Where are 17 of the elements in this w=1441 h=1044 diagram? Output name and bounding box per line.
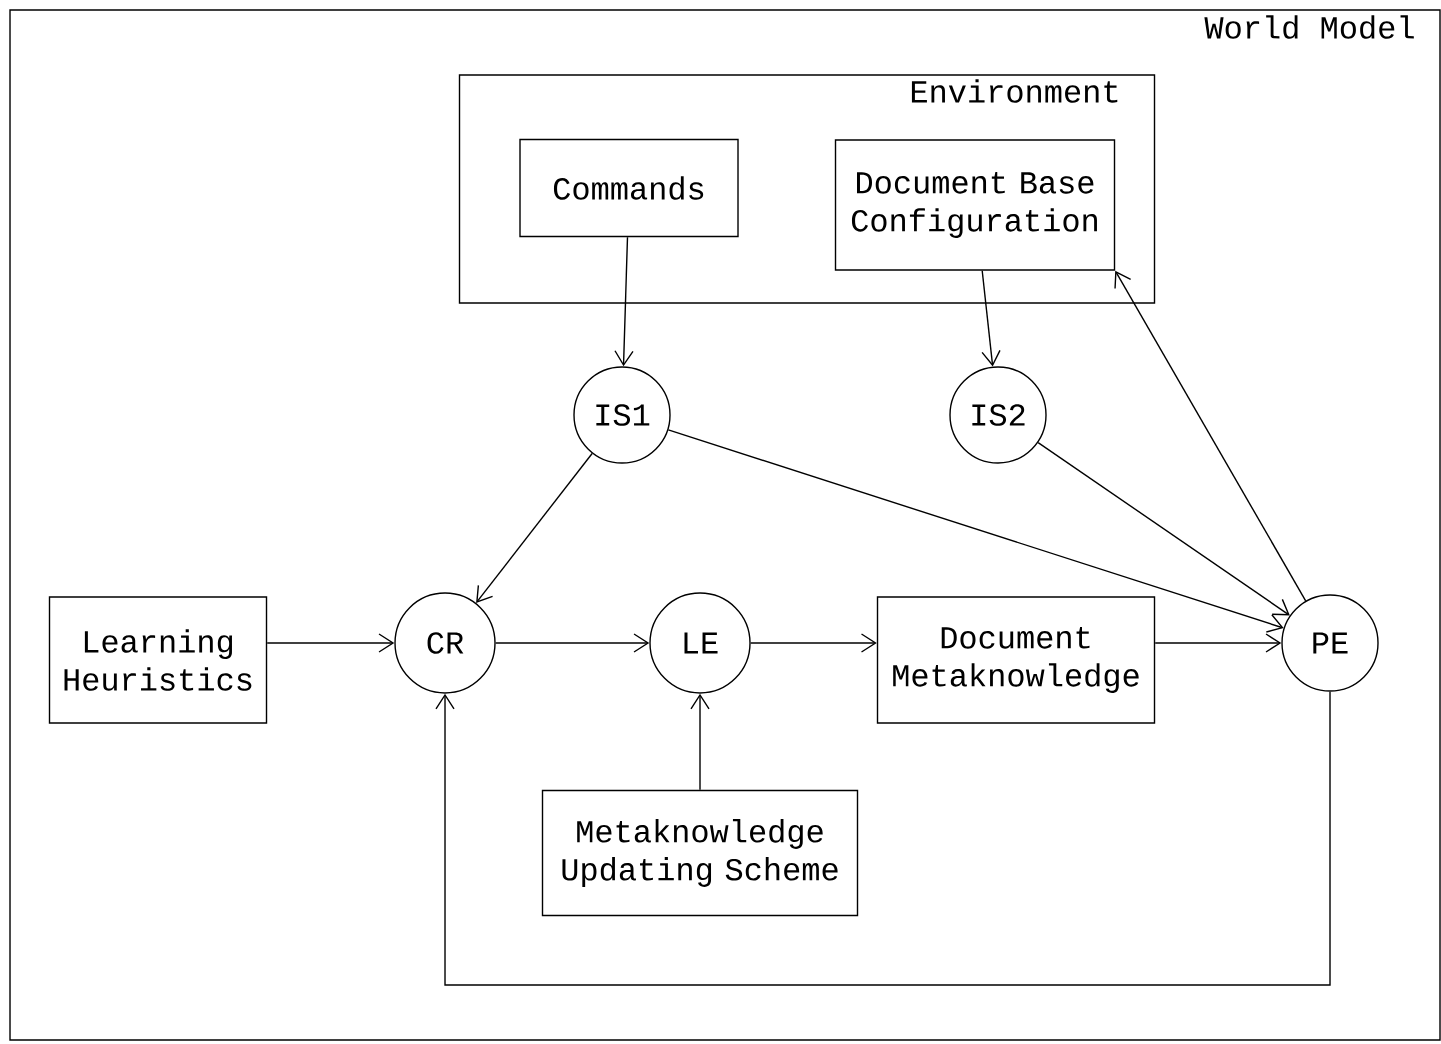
arrow	[1154, 633, 1282, 653]
process-box: Document Base Configuration	[834, 139, 1116, 271]
arrow	[1114, 270, 1307, 602]
process-box: Commands	[519, 138, 739, 238]
arrow	[476, 452, 593, 603]
arrow	[667, 429, 1284, 633]
process-box: Metaknowledge Updating Scheme	[541, 789, 859, 917]
arrow	[495, 633, 650, 653]
arrow	[1037, 441, 1290, 616]
arrow	[266, 633, 395, 653]
process-box: Learning Heuristics	[48, 596, 268, 724]
arrow	[981, 270, 1001, 367]
arrow	[750, 633, 877, 653]
arrow	[614, 236, 634, 367]
process-box: Document Metaknowledge	[876, 596, 1156, 724]
arrow	[690, 693, 710, 791]
arrow	[435, 691, 1331, 986]
